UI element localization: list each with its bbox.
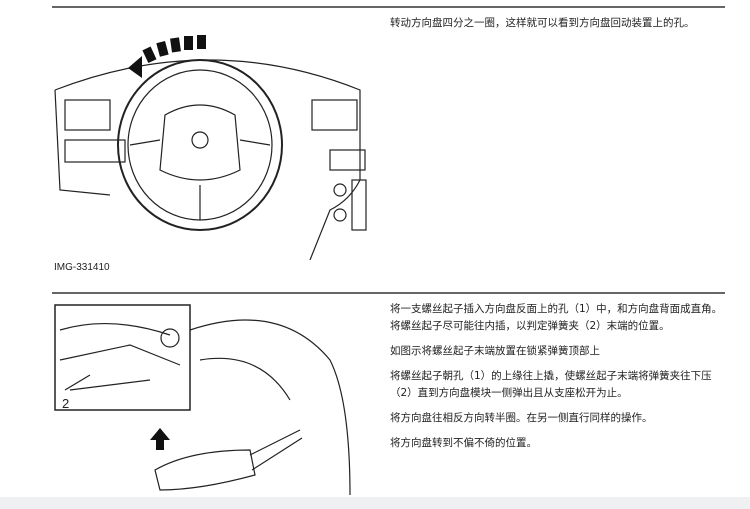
top-divider — [52, 6, 725, 8]
callout-label: 2 — [62, 396, 69, 411]
screwdriver-illustration: 2 — [54, 304, 351, 495]
instruction-text: 转动方向盘四分之一圈，这样就可以看到方向盘回动装置上的孔。 — [390, 17, 695, 29]
image-caption: IMG-331410 — [54, 262, 110, 273]
bottom-bar — [0, 497, 750, 509]
steering-wheel-illustration — [54, 35, 367, 260]
middle-divider — [52, 292, 725, 294]
instruction-paragraph: 将方向盘转到不偏不倚的位置。 — [390, 437, 537, 449]
section1-text: 转动方向盘四分之一圈，这样就可以看到方向盘回动装置上的孔。 — [390, 15, 730, 40]
instruction-paragraph: 将方向盘往相反方向转半圈。在另一侧直行同样的操作。 — [390, 412, 653, 424]
push-arrow-icon — [150, 428, 170, 450]
rotation-arrow-icon — [128, 35, 206, 78]
instruction-paragraph: 将螺丝起子朝孔（1）的上缘往上撬，使螺丝起子末端将弹簧夹往下压（2）直到方向盘模… — [390, 370, 712, 399]
section2-text: 将一支螺丝起子插入方向盘反面上的孔（1）中，和方向盘背面成直角。将螺丝起子尽可能… — [390, 301, 730, 460]
instruction-paragraph: 如图示将螺丝起子末端放置在锁紧弹簧顶部上 — [390, 345, 600, 357]
instruction-paragraph: 将一支螺丝起子插入方向盘反面上的孔（1）中，和方向盘背面成直角。将螺丝起子尽可能… — [390, 303, 723, 332]
